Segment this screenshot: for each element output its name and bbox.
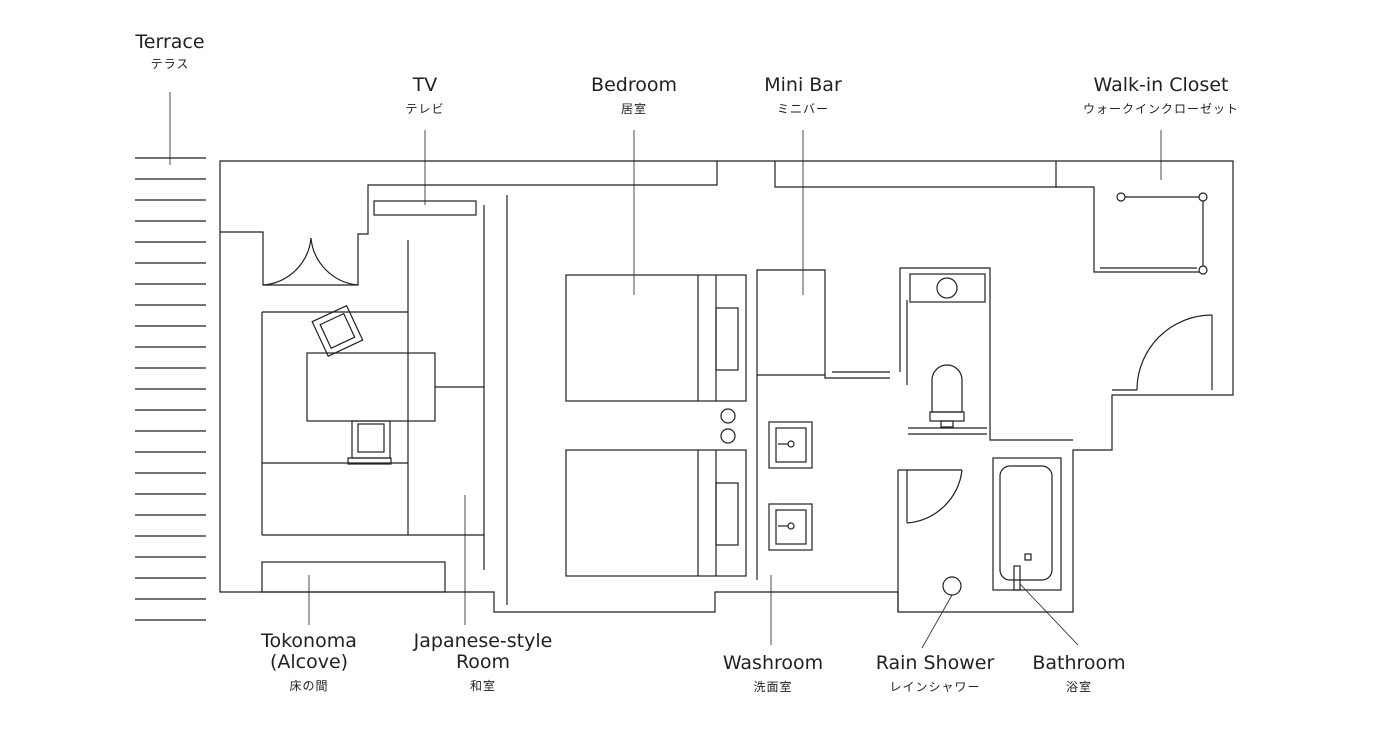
outer-walls	[219, 160, 1234, 613]
label-washroom-en: Washroom	[722, 652, 824, 674]
label-japanese-jp: 和室	[469, 679, 496, 693]
label-tv: TV テレビ	[405, 74, 445, 116]
label-closet: Walk-in Closet ウォークインクローゼット	[1082, 74, 1240, 116]
desk-and-chairs	[306, 304, 436, 465]
label-bathroom-en: Bathroom	[1032, 652, 1126, 674]
walk-in-closet	[1056, 186, 1213, 391]
label-japanese-en: Japanese-style	[413, 630, 553, 652]
label-minibar-en: Mini Bar	[764, 74, 842, 96]
label-bedroom-jp: 居室	[620, 102, 647, 116]
label-japanese-en2: Room	[455, 651, 511, 673]
label-tv-jp: テレビ	[405, 102, 445, 116]
label-terrace-jp: テラス	[150, 57, 190, 71]
label-tokonoma-en: Tokonoma	[261, 630, 357, 652]
bathtub	[992, 457, 1062, 591]
label-rain-shower: Rain Shower レインシャワー	[875, 652, 995, 694]
label-bedroom: Bedroom 居室	[591, 74, 677, 116]
label-tokonoma-jp: 床の間	[289, 679, 329, 693]
washroom-fixtures	[756, 269, 890, 580]
label-terrace: Terrace テラス	[135, 31, 205, 71]
label-japanese-room: Japanese-style Room 和室	[413, 630, 553, 693]
label-shower-en: Rain Shower	[875, 652, 995, 674]
label-bathroom: Bathroom 浴室	[1032, 652, 1126, 694]
japanese-room-walls	[220, 161, 1057, 605]
label-shower-jp: レインシャワー	[889, 680, 981, 694]
label-minibar-jp: ミニバー	[776, 102, 829, 116]
label-bedroom-en: Bedroom	[591, 74, 677, 96]
label-terrace-en: Terrace	[135, 31, 205, 53]
label-tv-en: TV	[412, 74, 438, 96]
label-closet-en: Walk-in Closet	[1093, 74, 1229, 96]
leader-lines	[169, 92, 1162, 649]
label-washroom-jp: 洗面室	[753, 680, 793, 694]
label-tokonoma: Tokonoma (Alcove) 床の間	[261, 630, 357, 693]
beds	[565, 274, 747, 577]
label-washroom: Washroom 洗面室	[722, 652, 824, 694]
toilet-room	[897, 267, 1073, 612]
terrace-decking	[135, 157, 206, 621]
label-minibar: Mini Bar ミニバー	[764, 74, 842, 116]
label-tokonoma-en2: (Alcove)	[269, 651, 349, 673]
label-closet-jp: ウォークインクローゼット	[1082, 102, 1240, 116]
label-bathroom-jp: 浴室	[1065, 680, 1093, 694]
